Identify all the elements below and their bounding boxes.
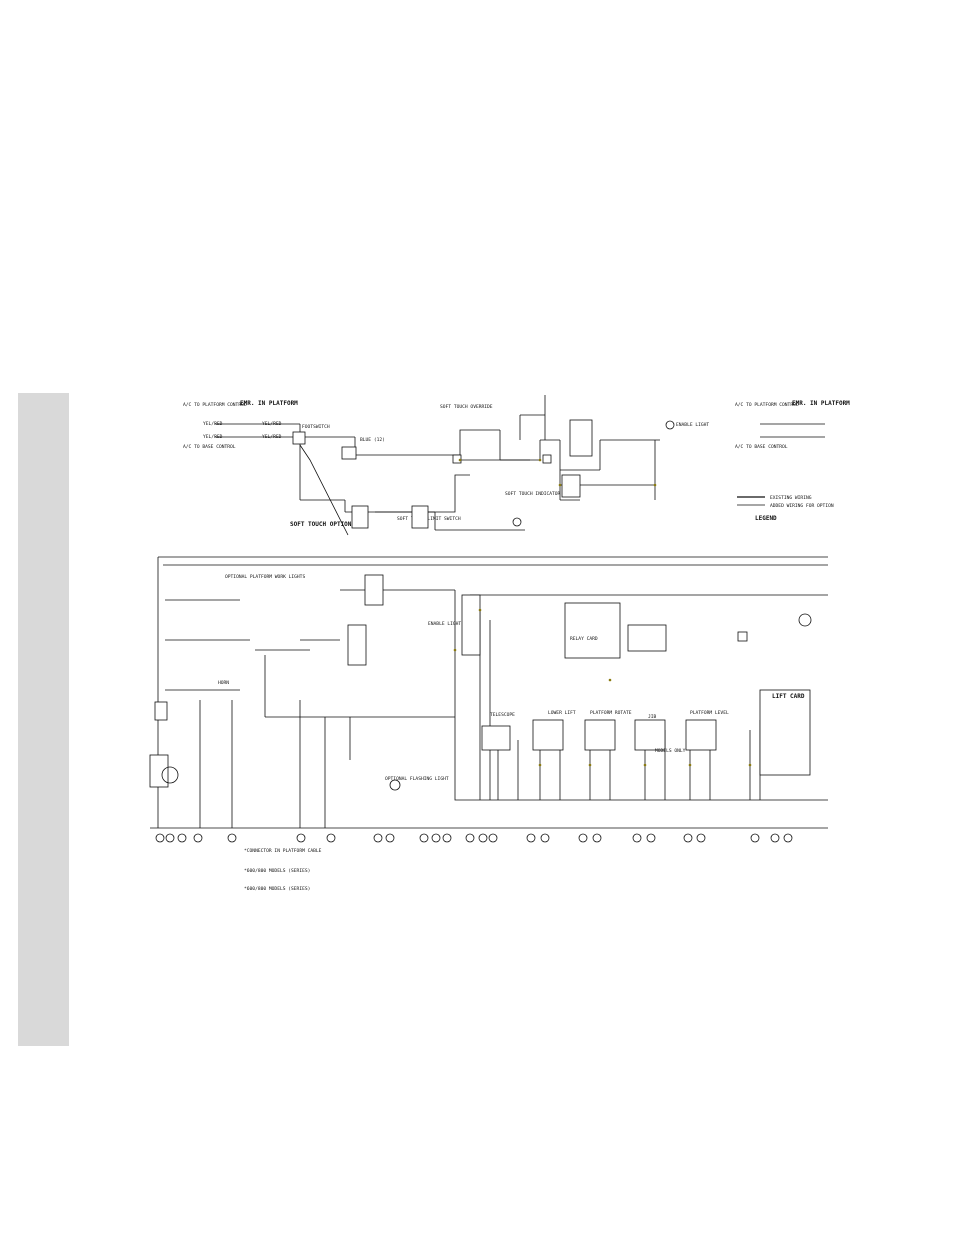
top-right-base-control-label: A/C TO BASE CONTROL xyxy=(735,444,788,450)
top-right-platform-control-label: A/C TO PLATFORM CONTROL xyxy=(735,402,799,408)
platform-level-label: PLATFORM LEVEL xyxy=(690,710,729,716)
soft-touch-light-label: SOFT TOUCH INDICATOR LIGHT xyxy=(505,491,577,497)
legend-added-wiring: ADDED WIRING FOR OPTION xyxy=(770,503,834,509)
top-wire-label: YEL/RED xyxy=(203,434,223,440)
telescope-label: TELESCOPE xyxy=(490,712,515,718)
relay-card-label: RELAY CARD xyxy=(570,636,598,642)
top-schematic: EMR. IN PLATFORM A/C TO PLATFORM CONTROL… xyxy=(183,395,850,536)
legend-title: LEGEND xyxy=(755,515,777,522)
bottom-schematic: LOWER LIFT PLATFORM ROTATE PLATFORM LEVE… xyxy=(149,556,828,892)
jib-label: JIB xyxy=(648,714,657,720)
soft-touch-limit-label: SOFT TOUCH LIMIT SWITCH xyxy=(397,516,461,522)
soft-touch-override-label: SOFT TOUCH OVERRIDE xyxy=(440,404,493,410)
top-wire-label: YEL/RED xyxy=(203,421,223,427)
top-left-emr-label: EMR. IN PLATFORM xyxy=(240,400,298,407)
legend-existing-wiring: EXISTING WIRING xyxy=(770,495,812,501)
models-only-label: MODELS ONLY xyxy=(655,748,686,754)
top-blue-wire-label: BLUE (12) xyxy=(360,437,385,443)
lower-lift-label: LOWER LIFT xyxy=(548,710,576,716)
terminal-row xyxy=(155,833,793,843)
top-enable-light-label: ENABLE LIGHT xyxy=(676,422,709,428)
platform-cable-note: *CONNECTOR IN PLATFORM CABLE xyxy=(244,848,322,854)
junction-dots xyxy=(453,608,752,767)
top-right-emr-label: EMR. IN PLATFORM xyxy=(792,400,850,407)
platform-rotate-label: PLATFORM ROTATE xyxy=(590,710,632,716)
models-note-1: *600/800 MODELS (SERIES) xyxy=(244,868,310,874)
top-footswitch-label: FOOTSWITCH xyxy=(302,424,330,430)
bottom-enable-light-label: ENABLE LIGHT xyxy=(428,621,461,627)
soft-touch-option-label: SOFT TOUCH OPTION xyxy=(290,521,352,528)
left-margin-strip xyxy=(18,393,69,1046)
lift-card-label: LIFT CARD xyxy=(772,693,805,700)
top-left-platform-control-label: A/C TO PLATFORM CONTROL xyxy=(183,402,247,408)
horn-label: HORN xyxy=(218,680,229,686)
optional-lights-label: OPTIONAL PLATFORM WORK LIGHTS xyxy=(225,574,305,580)
top-left-base-control-label: A/C TO BASE CONTROL xyxy=(183,444,236,450)
optional-flashing-light-label: OPTIONAL FLASHING LIGHT xyxy=(385,776,449,782)
models-note-2: *600/800 MODELS (SERIES) xyxy=(244,886,310,892)
